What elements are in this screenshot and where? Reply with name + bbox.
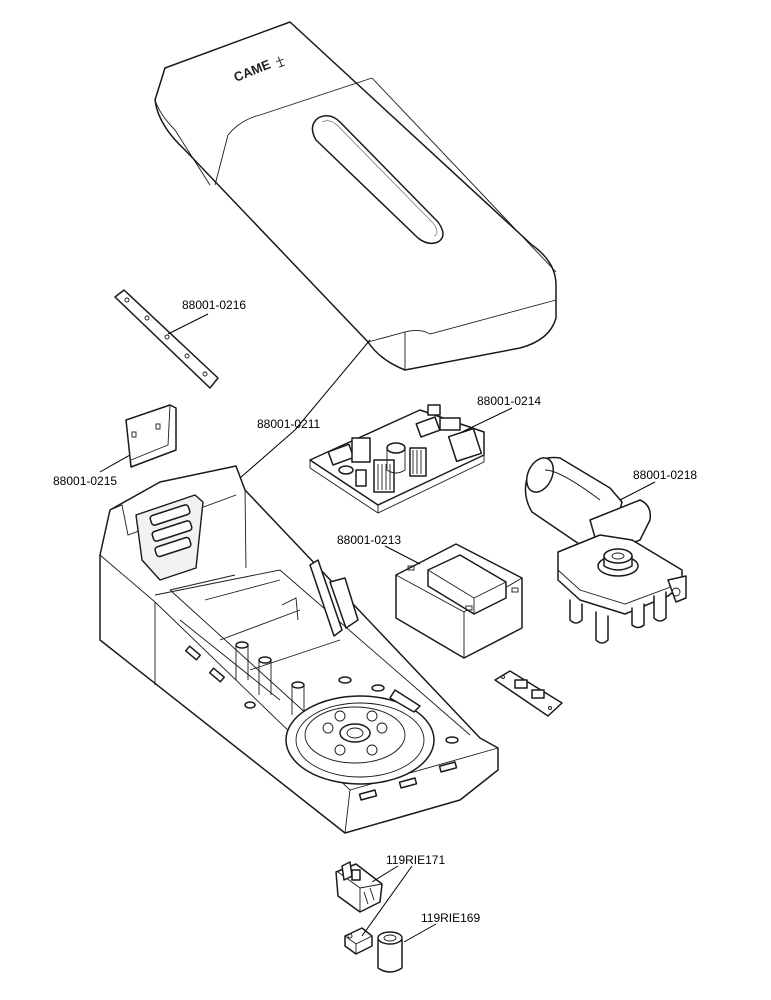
top-cover: CAME [154, 21, 557, 371]
micro-switch [344, 927, 373, 955]
transformer [395, 543, 523, 659]
control-board [309, 404, 485, 514]
callout-119RIE169: 119RIE169 [421, 911, 480, 925]
brand-logo-icon [275, 56, 285, 68]
callout-labels: 88001-0216 88001-0211 88001-0214 88001-0… [53, 298, 697, 925]
small-plate [125, 404, 177, 468]
leader-lines [99, 313, 656, 943]
callout-88001-0215: 88001-0215 [53, 474, 117, 488]
base-housing [99, 465, 499, 834]
bracket-strip [114, 289, 219, 389]
callout-88001-0218: 88001-0218 [633, 468, 697, 482]
callout-88001-0213: 88001-0213 [337, 533, 401, 547]
callout-119RIE171: 119RIE171 [386, 853, 445, 867]
gear-motor [524, 456, 687, 644]
callout-88001-0214: 88001-0214 [477, 394, 541, 408]
callout-88001-0211: 88001-0211 [257, 417, 320, 431]
callout-88001-0216: 88001-0216 [182, 298, 246, 312]
connector-plate [494, 670, 563, 717]
switch-block [335, 861, 383, 913]
tube-sleeve [377, 931, 403, 973]
